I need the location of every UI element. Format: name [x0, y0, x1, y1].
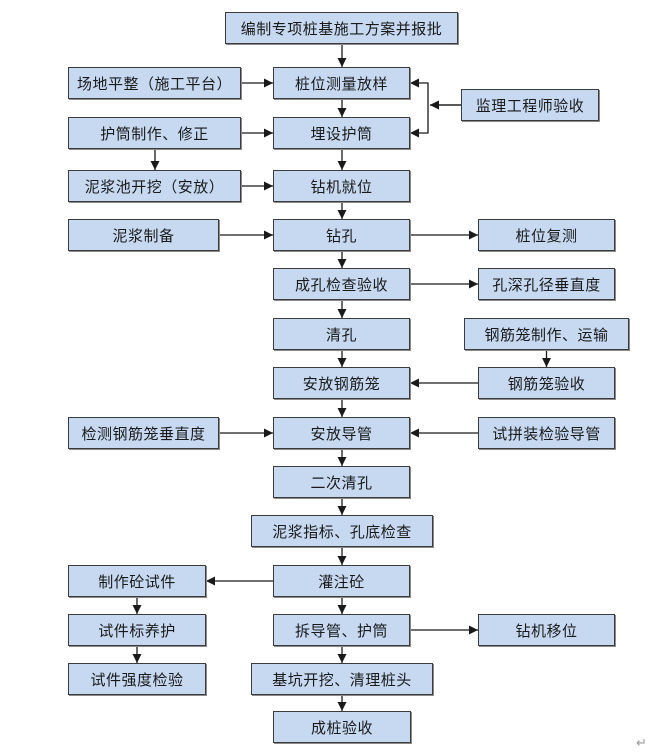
node-rig-positioning: 钻机就位 — [273, 170, 410, 202]
node-excavate-trim-head: 基坑开挖、清理桩头 — [251, 663, 433, 695]
node-mud-pit-excavation: 泥浆池开挖（安放） — [68, 170, 241, 202]
node-tremie-trial-assembly: 试拼装检验导管 — [478, 417, 615, 449]
node-specimen-strength-test: 试件强度检验 — [68, 663, 206, 695]
node-site-leveling: 场地平整（施工平台） — [68, 67, 241, 99]
node-make-specimens: 制作砼试件 — [68, 565, 206, 597]
node-place-tremie: 安放导管 — [273, 417, 410, 449]
node-supervisor-acceptance: 监理工程师验收 — [461, 89, 599, 121]
node-pour-concrete: 灌注砼 — [273, 565, 410, 597]
node-drilling: 钻孔 — [273, 219, 410, 251]
node-hole-depth-diameter: 孔深孔径垂直度 — [478, 268, 615, 300]
node-casing-fabrication: 护筒制作、修正 — [68, 117, 241, 149]
node-place-cage: 安放钢筋笼 — [273, 367, 410, 399]
node-hole-inspection: 成孔检查验收 — [273, 268, 410, 300]
node-pile-acceptance: 成桩验收 — [273, 711, 411, 743]
edge-n4-n6 — [410, 105, 429, 138]
node-hole-cleaning: 清孔 — [273, 318, 410, 350]
node-cage-fabrication: 钢筋笼制作、运输 — [464, 318, 629, 350]
node-second-cleaning: 二次清孔 — [273, 466, 410, 498]
node-mud-bottom-check: 泥浆指标、孔底检查 — [251, 515, 433, 547]
node-prepare-plan: 编制专项桩基施工方案并报批 — [225, 12, 458, 44]
node-mud-preparation: 泥浆制备 — [68, 219, 219, 251]
paragraph-mark-icon: ↵ — [636, 736, 647, 751]
node-rig-relocation: 钻机移位 — [478, 614, 615, 646]
node-specimen-curing: 试件标养护 — [68, 614, 206, 646]
node-cage-acceptance: 钢筋笼验收 — [478, 367, 615, 399]
node-remove-tremie-casing: 拆导管、护筒 — [273, 614, 410, 646]
node-pile-survey: 桩位测量放样 — [273, 67, 410, 99]
node-pile-recheck: 桩位复测 — [478, 219, 615, 251]
edge-n4-n3 — [410, 78, 429, 105]
node-cage-verticality: 检测钢筋笼垂直度 — [68, 417, 219, 449]
node-bury-casing: 埋设护筒 — [273, 117, 410, 149]
